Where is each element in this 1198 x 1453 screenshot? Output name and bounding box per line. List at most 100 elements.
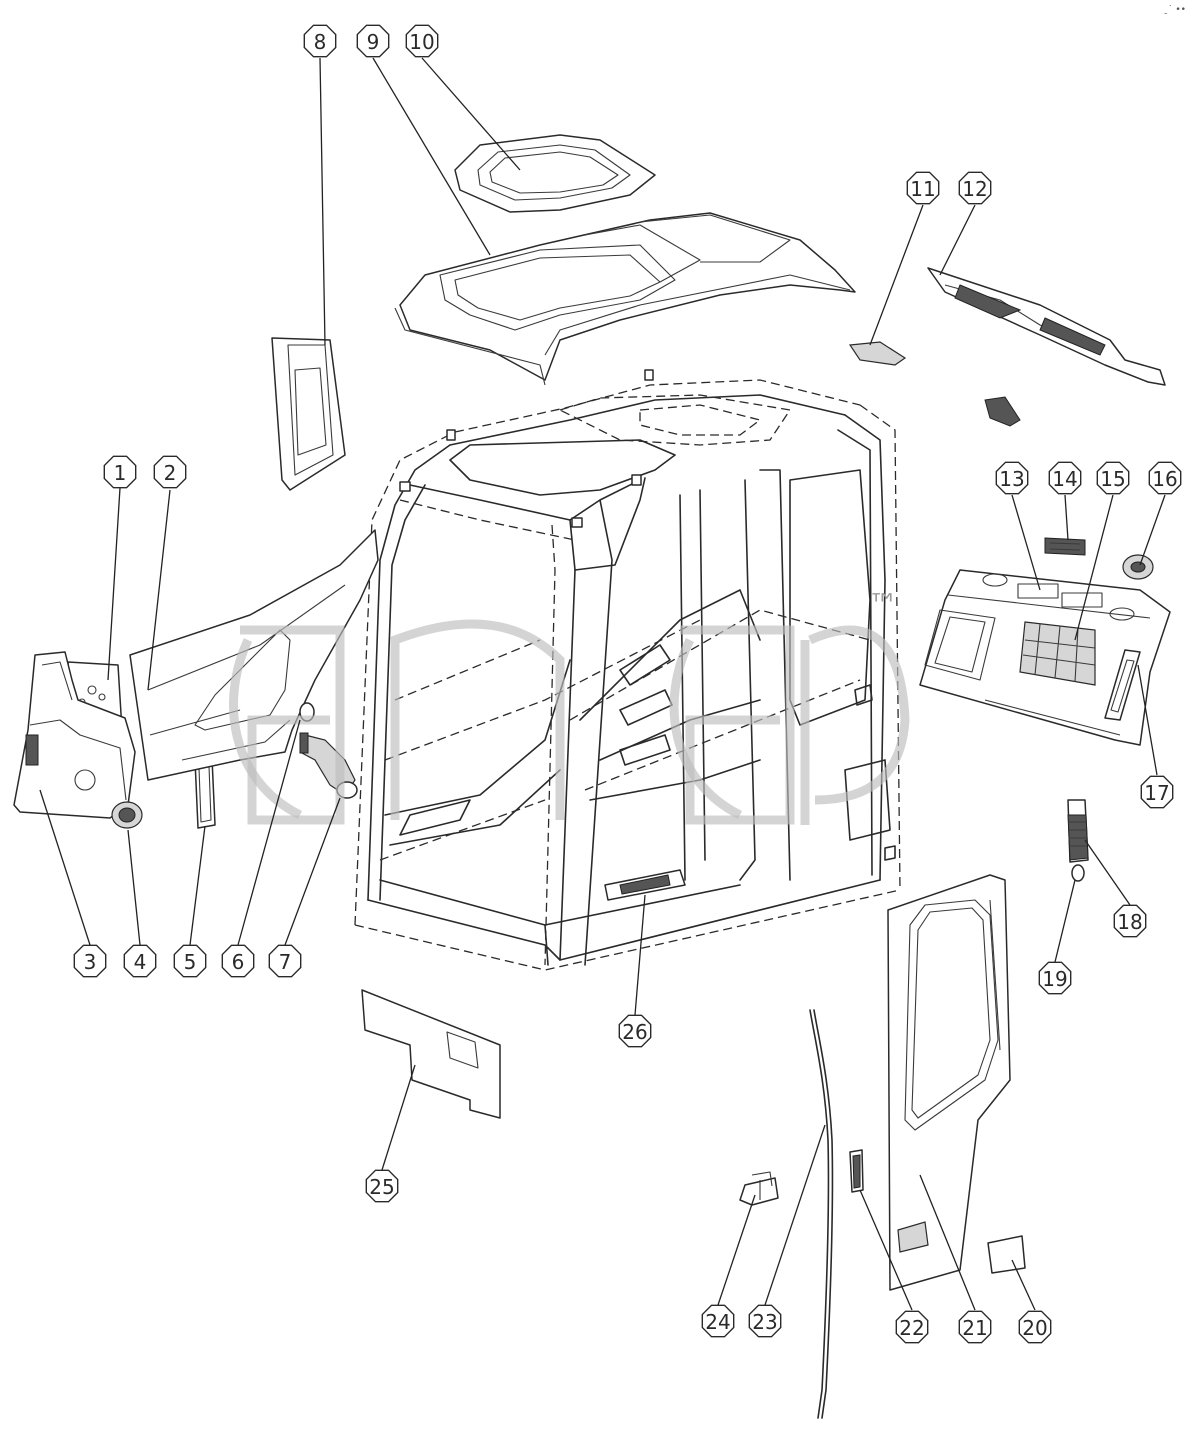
callout-17: 17 <box>1140 775 1174 809</box>
callout-15: 15 <box>1096 461 1130 495</box>
callout-8: 8 <box>303 24 337 58</box>
callout-11: 11 <box>906 171 940 205</box>
callout-5: 5 <box>173 944 207 978</box>
callout-octagon <box>153 455 187 489</box>
callout-6: 6 <box>221 944 255 978</box>
callout-label: 18 <box>1117 910 1142 934</box>
callout-label: 14 <box>1052 467 1077 491</box>
callout-2: 2 <box>153 455 187 489</box>
watermark-logo: ™ <box>229 588 910 825</box>
callout-octagon <box>1018 1310 1052 1344</box>
callout-octagon <box>1140 775 1174 809</box>
callout-9: 9 <box>356 24 390 58</box>
callout-label: 16 <box>1152 467 1177 491</box>
callout-label: 22 <box>899 1316 924 1340</box>
callout-25: 25 <box>365 1169 399 1203</box>
step-plate <box>604 869 686 901</box>
cover-plate <box>987 1235 1026 1274</box>
callout-20: 20 <box>1018 1310 1052 1344</box>
callout-octagon <box>618 1014 652 1048</box>
callout-octagon <box>1048 461 1082 495</box>
callout-octagon <box>1096 461 1130 495</box>
callout-14: 14 <box>1048 461 1082 495</box>
callout-7: 7 <box>268 944 302 978</box>
callout-1: 1 <box>103 455 137 489</box>
callout-label: 3 <box>84 950 97 974</box>
callout-label: 24 <box>705 1310 730 1334</box>
callout-octagon <box>405 24 439 58</box>
rear-roof-trim <box>927 267 1166 386</box>
callout-label: 20 <box>1022 1316 1047 1340</box>
callout-label: 5 <box>184 950 197 974</box>
roof-panel <box>394 212 856 386</box>
floor-panel <box>361 989 501 1119</box>
callout-label: 23 <box>752 1310 777 1334</box>
callout-24: 24 <box>701 1304 735 1338</box>
callout-label: 1 <box>114 461 127 485</box>
leader-lines <box>39 57 1166 1311</box>
callout-octagon <box>995 461 1029 495</box>
round-vent-right <box>1122 554 1154 580</box>
vent-grille <box>1044 537 1086 556</box>
callout-22: 22 <box>895 1310 929 1344</box>
callout-label: 8 <box>314 30 327 54</box>
callout-label: 17 <box>1144 781 1169 805</box>
callout-label: 11 <box>910 177 935 201</box>
callout-26: 26 <box>618 1014 652 1048</box>
callout-label: 12 <box>962 177 987 201</box>
callout-label: 19 <box>1042 967 1067 991</box>
callout-octagon <box>221 944 255 978</box>
callout-label: 2 <box>164 461 177 485</box>
callout-octagon <box>1113 904 1147 938</box>
callout-21: 21 <box>958 1310 992 1344</box>
flex-hose <box>1067 799 1089 863</box>
callout-octagon <box>365 1169 399 1203</box>
callout-octagon <box>123 944 157 978</box>
callout-16: 16 <box>1148 461 1182 495</box>
callout-label: 25 <box>369 1175 394 1199</box>
side-vent <box>1104 649 1141 721</box>
callout-label: 13 <box>999 467 1024 491</box>
callout-octagon <box>701 1304 735 1338</box>
callout-18: 18 <box>1113 904 1147 938</box>
callout-label: 4 <box>134 950 147 974</box>
callout-octagon <box>103 455 137 489</box>
seal-strip <box>809 1009 834 1419</box>
roof-window-frame <box>454 134 656 213</box>
watermark-trademark: ™ <box>868 588 898 623</box>
callout-4: 4 <box>123 944 157 978</box>
callout-octagon <box>173 944 207 978</box>
callout-octagon <box>958 171 992 205</box>
air-duct <box>299 732 358 799</box>
callout-3: 3 <box>73 944 107 978</box>
callout-label: 21 <box>962 1316 987 1340</box>
callout-octagon <box>268 944 302 978</box>
door-trim-panel <box>887 874 1011 1291</box>
callout-octagon <box>73 944 107 978</box>
callout-13: 13 <box>995 461 1029 495</box>
pillar-trim <box>271 337 346 491</box>
cab-frame <box>354 369 901 971</box>
callout-label: 15 <box>1100 467 1125 491</box>
round-vent <box>111 801 143 829</box>
callout-octagon <box>748 1304 782 1338</box>
callout-19: 19 <box>1038 961 1072 995</box>
callout-label: 26 <box>622 1020 647 1044</box>
callout-octagon <box>1148 461 1182 495</box>
callout-12: 12 <box>958 171 992 205</box>
callout-23: 23 <box>748 1304 782 1338</box>
callout-label: 10 <box>409 30 434 54</box>
callout-octagon <box>895 1310 929 1344</box>
bracket <box>739 1171 779 1206</box>
callout-octagon <box>356 24 390 58</box>
callout-octagon <box>303 24 337 58</box>
callout-label: 7 <box>279 950 292 974</box>
callout-label: 9 <box>367 30 380 54</box>
callout-label: 6 <box>232 950 245 974</box>
callout-10: 10 <box>405 24 439 58</box>
hose-clamp <box>1071 864 1085 882</box>
callout-octagon <box>906 171 940 205</box>
callout-octagon <box>958 1310 992 1344</box>
console-cover-left <box>13 651 136 819</box>
